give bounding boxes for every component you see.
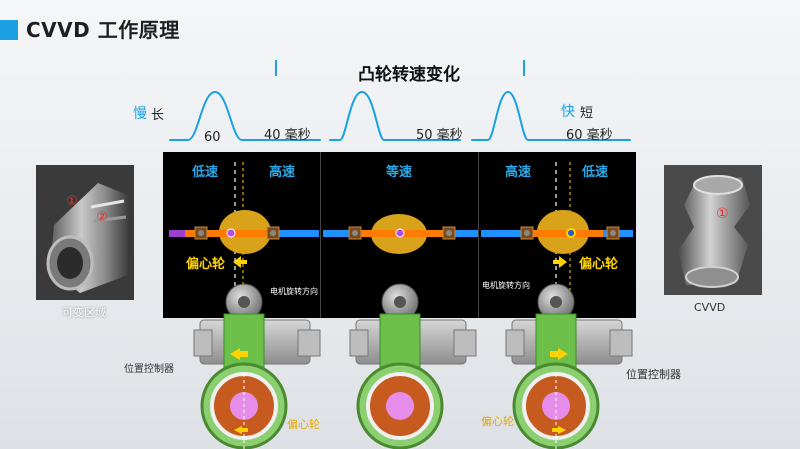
actuator-middle: [350, 284, 476, 448]
cvvd-photo: [664, 165, 762, 295]
duration-mid-gap: 50 毫秒: [416, 124, 463, 143]
divider-tick-left: [275, 60, 277, 76]
duration-left-gap: 40 毫秒: [264, 124, 311, 143]
actuator-assemblies: [160, 278, 640, 449]
actuator-right: [506, 284, 632, 449]
label-short: 短: [580, 102, 593, 121]
position-controller-right: 位置控制器: [626, 366, 681, 382]
label-fast: 快: [561, 101, 575, 121]
title-accent-bar: [0, 20, 18, 40]
marker-1-right: ①: [716, 206, 729, 222]
eccentric-left-label: 偏心轮: [287, 416, 320, 432]
divider-tick-right: [523, 60, 525, 76]
cvvd-caption: CVVD: [694, 301, 725, 314]
page-title: CVVD 工作原理: [26, 14, 180, 43]
duration-right-gap: 60 毫秒: [566, 124, 613, 143]
label-slow: 慢: [133, 103, 147, 123]
variable-area-photo: [36, 165, 134, 300]
section-title: 凸轮转速变化: [358, 60, 460, 85]
duration-left-peak: 60: [204, 130, 221, 145]
position-controller-left: 位置控制器: [124, 360, 174, 375]
marker-1-left: ①: [66, 194, 78, 209]
label-long: 长: [151, 104, 164, 123]
panel-left-eccentric: 偏心轮: [186, 253, 225, 272]
panel-right-eccentric: 偏心轮: [579, 253, 618, 272]
eccentric-right-label: 偏心轮: [481, 413, 514, 429]
variable-area-caption: 可变区域: [62, 304, 106, 320]
marker-2-left: ②: [96, 210, 108, 225]
